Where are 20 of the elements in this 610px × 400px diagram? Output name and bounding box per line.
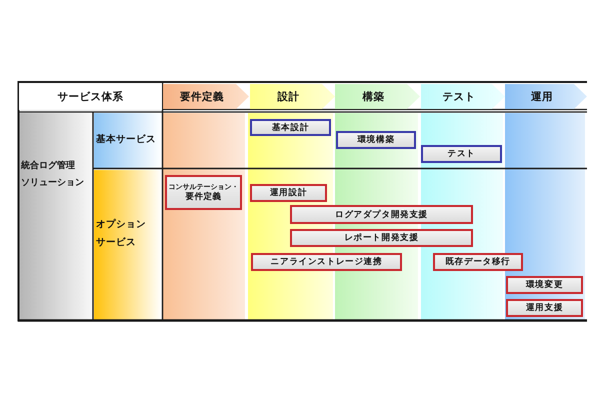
task-box: ニアラインストレージ連携 bbox=[251, 253, 402, 271]
phase-header: テスト bbox=[421, 84, 505, 109]
phase-header: 設計 bbox=[250, 84, 335, 109]
task-box: レポート開発支援 bbox=[290, 229, 473, 247]
task-box: テスト bbox=[421, 145, 502, 163]
task-box: ログアダプタ開発支援 bbox=[290, 205, 473, 224]
task-box: 運用支援 bbox=[506, 299, 583, 317]
table-header-cell: サービス体系 bbox=[19, 83, 162, 110]
task-box: 運用設計 bbox=[250, 184, 327, 202]
phase-header: 運用 bbox=[505, 84, 587, 109]
row-header-cell: 統合ログ管理ソリューション bbox=[19, 113, 93, 320]
task-box: 基本設計 bbox=[250, 119, 331, 136]
category-cell: 基本サービス bbox=[94, 113, 162, 168]
task-box: 環境変更 bbox=[506, 276, 583, 294]
task-box: 既存データ移行 bbox=[433, 253, 523, 271]
category-cell: オプションサービス bbox=[94, 170, 162, 320]
phase-header: 構築 bbox=[335, 84, 420, 109]
phase-column-band bbox=[163, 113, 245, 320]
task-box: 環境構築 bbox=[336, 131, 416, 149]
phase-header: 要件定義 bbox=[163, 84, 249, 109]
